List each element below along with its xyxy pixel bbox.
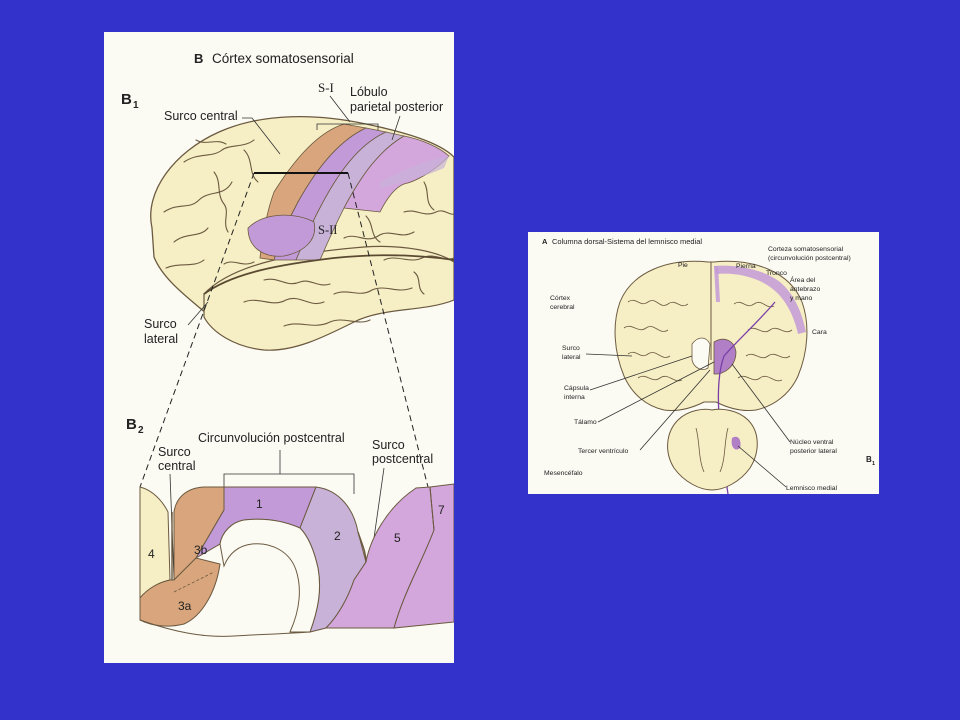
- label-nucleo-2: posterior lateral: [790, 448, 837, 455]
- sensory-cortex-band: [714, 265, 806, 334]
- projection-line-right: [347, 172, 429, 488]
- label-b1-sub: 1: [872, 461, 875, 467]
- label-b1: B: [866, 455, 872, 464]
- b2-label: B: [126, 416, 137, 433]
- figure-letter: B: [194, 51, 203, 66]
- area-3b-label: 3b: [194, 543, 208, 557]
- area-3a-region: [139, 557, 221, 627]
- label-surco-lateral-2: lateral: [144, 332, 178, 346]
- somatosensory-cortex-diagram: B Córtex somatosensorial B 1: [121, 51, 454, 637]
- label-surco-postcentral-1: Surco: [372, 438, 405, 452]
- brain-lateral-view: [139, 115, 454, 488]
- label-b2-surco-central-2: central: [158, 459, 196, 473]
- dorsal-column-diagram: A Columna dorsal-Sistema del lemnisco me…: [542, 237, 875, 494]
- figure-a-letter: A: [542, 237, 548, 246]
- projection-line-left: [139, 172, 255, 488]
- label-corteza: Corteza somatosensorial: [768, 246, 844, 253]
- posterior-parietal-area: [343, 135, 450, 213]
- area-2-label: 2: [334, 529, 341, 543]
- cortex-cross-section: [139, 483, 454, 637]
- label-capsula-2: interna: [564, 394, 585, 401]
- label-surco-central: Surco central: [164, 109, 238, 123]
- label-lobulo: Lóbulo: [350, 85, 388, 99]
- mesencephalon: [667, 408, 758, 491]
- dorsal-column-figure: A Columna dorsal-Sistema del lemnisco me…: [528, 232, 879, 494]
- label-s2: S-II: [318, 223, 337, 237]
- coronal-section: [614, 260, 808, 494]
- label-pie: Pie: [678, 262, 688, 269]
- lateral-sulcus-line: [203, 254, 454, 295]
- label-area-2: antebrazo: [790, 286, 820, 293]
- s2-area: [247, 214, 316, 257]
- label-surco-lateral-1: Surco: [144, 317, 177, 331]
- label-capsula-1: Cápsula: [564, 385, 589, 392]
- figure-title: Córtex somatosensorial: [212, 51, 354, 66]
- label-tronco: Tronco: [766, 270, 787, 277]
- b1-label: B: [121, 91, 132, 108]
- area-4-label: 4: [148, 547, 155, 561]
- area-7-label: 7: [438, 503, 445, 517]
- somatosensory-cortex-figure: B Córtex somatosensorial B 1: [104, 32, 454, 663]
- label-cortex-2: cerebral: [550, 304, 575, 311]
- label-parietal-posterior: parietal posterior: [350, 100, 443, 114]
- label-circunvolucion-postcentral: (circunvolución postcentral): [768, 255, 851, 262]
- label-nucleo-1: Núcleo ventral: [790, 439, 834, 446]
- label-surco-1: Surco: [562, 345, 580, 352]
- label-pierna: Pierna: [736, 263, 756, 270]
- label-b2-surco-central-1: Surco: [158, 445, 191, 459]
- area-7-region: [393, 483, 454, 629]
- label-lemnisco: Lemnisco medial: [786, 485, 837, 492]
- label-cortex-1: Córtex: [550, 295, 571, 302]
- white-matter: [219, 518, 321, 633]
- figure-a-title: Columna dorsal-Sistema del lemnisco medi…: [552, 237, 702, 246]
- label-cara: Cara: [812, 329, 827, 336]
- area-1-label: 1: [256, 497, 263, 511]
- label-talamo: Tálamo: [574, 419, 597, 426]
- parietal-accent: [380, 156, 449, 188]
- label-circunvolucion: Circunvolución postcentral: [198, 431, 345, 445]
- b1-sub: 1: [133, 100, 139, 111]
- label-area-3: y mano: [790, 295, 813, 302]
- label-surco-2: lateral: [562, 354, 581, 361]
- label-mesencefalo: Mesencéfalo: [544, 470, 583, 477]
- label-s1: S-I: [318, 80, 334, 95]
- area-5-label: 5: [394, 531, 401, 545]
- b2-sub: 2: [138, 425, 144, 436]
- label-surco-postcentral-2: postcentral: [372, 452, 433, 466]
- label-area-1: Área del: [790, 275, 816, 284]
- label-tercer: Tercer ventrículo: [578, 448, 628, 455]
- area-3a-label: 3a: [178, 599, 192, 613]
